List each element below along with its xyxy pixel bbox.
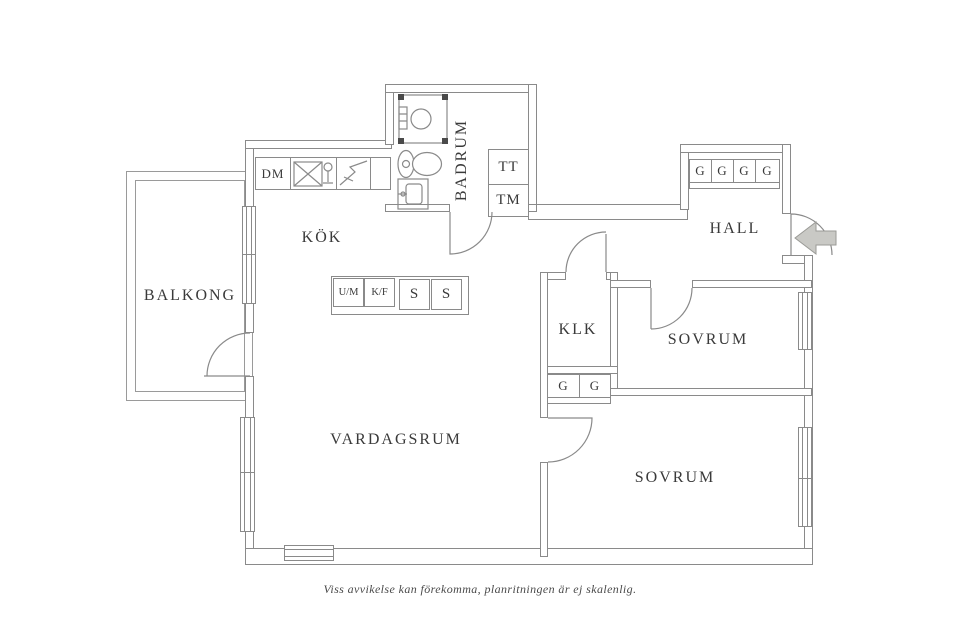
wall (540, 272, 548, 418)
bedroom2-window (798, 427, 812, 479)
wardrobe-text: G (717, 163, 728, 178)
wardrobe-box: G (689, 159, 712, 183)
fridge-freezer-text: K/F (371, 287, 388, 298)
kitchen-label: KÖK (301, 229, 343, 246)
living-room-label: VARDAGSRUM (330, 431, 462, 448)
bedroom2-door-arc (547, 417, 593, 463)
counter-divider (290, 158, 291, 189)
shower-icon (398, 94, 448, 144)
wall (680, 144, 689, 210)
wall (610, 280, 651, 288)
toilet-icon (397, 149, 443, 179)
wall (528, 84, 537, 212)
washer-text: TM (496, 192, 521, 208)
bedroom1-window (798, 292, 812, 350)
living-room-window (240, 472, 255, 532)
oven-microwave-text: U/M (338, 287, 359, 298)
washer-box: TM (488, 184, 529, 217)
wall (680, 144, 791, 153)
dishwasher-text: DM (261, 165, 285, 181)
pantry-box: S (431, 279, 462, 310)
counter-divider (370, 158, 371, 189)
bathroom-label: BADRUM (453, 118, 470, 202)
hall-label: HALL (709, 220, 761, 237)
bathroom-door-arc (449, 211, 493, 255)
balcony-label: BALKONG (143, 287, 237, 304)
fridge-freezer-box: K/F (364, 278, 395, 307)
entrance-door-arc (790, 213, 833, 256)
wall (385, 84, 394, 145)
wardrobe-box: G (547, 374, 580, 398)
wall (385, 84, 537, 93)
dishwasher-label: DM (256, 158, 290, 189)
wall (540, 366, 618, 374)
closet-label: KLK (558, 321, 598, 338)
bedroom2-window (798, 478, 812, 527)
wall (245, 140, 392, 149)
bedroom1-label: SOVRUM (667, 331, 749, 348)
counter-divider (336, 158, 337, 189)
wall (610, 388, 812, 396)
wall (540, 462, 548, 557)
living-room-window (240, 417, 255, 473)
wardrobe-box: G (733, 159, 756, 183)
wall (528, 204, 688, 220)
pantry-text: S (441, 286, 452, 302)
wall (782, 144, 791, 214)
wardrobe-box: G (755, 159, 780, 183)
wall (692, 280, 812, 288)
wall (385, 204, 450, 212)
pantry-box: S (399, 279, 430, 310)
dryer-text: TT (498, 158, 519, 175)
kitchen-window (242, 254, 256, 304)
balcony-railing-inner (135, 180, 245, 392)
pantry-text: S (409, 286, 420, 302)
wardrobe-text: G (695, 163, 706, 178)
kitchen-window (242, 206, 256, 255)
wall (610, 272, 618, 396)
wardrobe-text: G (558, 378, 569, 393)
dryer-box: TT (488, 149, 529, 185)
wardrobe-text: G (589, 378, 601, 393)
closet-door-arc (565, 231, 607, 273)
wardrobe-box: G (579, 374, 611, 398)
wardrobe-text: G (739, 163, 750, 178)
wardrobe-text: G (762, 163, 773, 178)
oven-microwave-box: U/M (333, 278, 364, 307)
living-room-window (284, 545, 334, 561)
disclaimer-caption: Viss avvikelse kan förekomma, planritnin… (323, 582, 637, 596)
bedroom1-door-arc (650, 287, 693, 330)
wall (245, 548, 813, 565)
bedroom2-label: SOVRUM (634, 469, 716, 486)
wardrobe-box: G (711, 159, 734, 183)
entrance-arrow-icon (794, 220, 837, 256)
